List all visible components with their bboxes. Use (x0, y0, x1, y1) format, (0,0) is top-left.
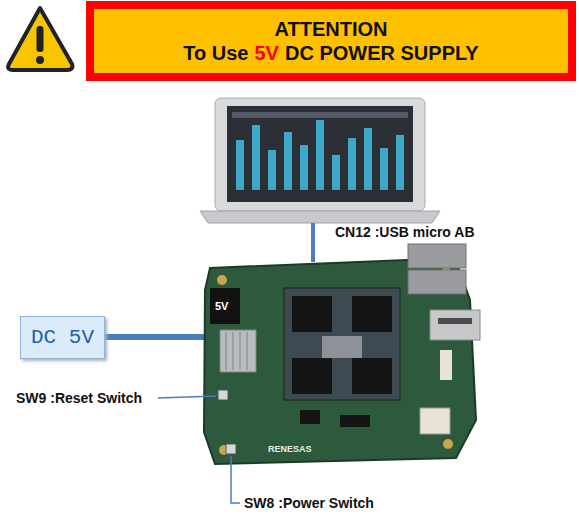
switch-label: SW9 :Reset Switch (16, 390, 142, 407)
node-text: ATTENTION (275, 17, 388, 41)
jack-marking: 5V (215, 298, 228, 315)
leader-line (158, 396, 216, 398)
power-source-box: DC 5V (20, 316, 105, 359)
attention-banner: ATTENTION To Use5V DC POWER SUPPLY (86, 1, 576, 81)
node-text: To Use (183, 41, 248, 65)
node-text: DC 5V (31, 326, 94, 349)
switch-label: SW8 :Power Switch (244, 495, 374, 512)
laptop (200, 98, 440, 223)
usb-cable (311, 223, 315, 262)
leader-line (231, 456, 240, 503)
connector-label: CN12 :USB micro AB (335, 224, 475, 241)
node-text: 5V (254, 41, 278, 65)
warning-icon (8, 8, 72, 70)
board (204, 244, 480, 464)
board-logo: RENESAS (268, 441, 312, 458)
text-line: To Use5V DC POWER SUPPLY (183, 41, 478, 65)
text-line: ATTENTION (275, 17, 388, 41)
power-cable (100, 334, 214, 340)
node-text: DC POWER SUPPLY (285, 41, 479, 65)
text-line: DC 5V (31, 326, 94, 349)
